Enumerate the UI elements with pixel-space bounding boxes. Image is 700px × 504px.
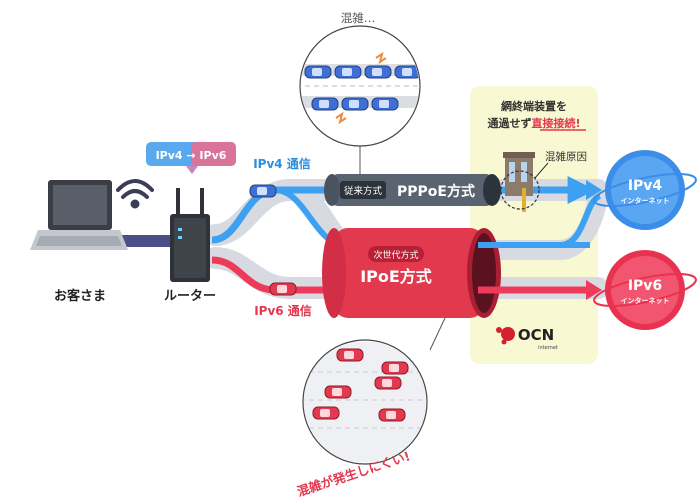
congestion-spark-icon: [375, 51, 387, 65]
ipoe-tag: 次世代方式: [373, 249, 418, 261]
ocn-logo-text: OCN: [518, 326, 554, 344]
pppoe-tag: 従来方式: [344, 185, 383, 197]
ipv6-internet-title: IPv6: [628, 278, 662, 294]
ipv4-car: [249, 184, 277, 198]
pppoe-name: PPPoE方式: [397, 183, 475, 200]
router-label: ルーター: [164, 289, 216, 304]
ipoe-name: IPoE方式: [360, 267, 432, 286]
router-icon: [170, 188, 210, 282]
ipv4-internet-title: IPv4: [628, 178, 663, 194]
laptop-icon: [30, 180, 128, 250]
ipv4-internet-globe: [593, 150, 697, 230]
ipoe-tag-box: [368, 246, 424, 262]
ipv6-internet-globe: [593, 250, 697, 330]
ipv6-arrow-head: [586, 280, 602, 300]
network-terminal-device: [503, 152, 535, 212]
wifi-icon: [116, 179, 154, 209]
ipv6-comm-label: IPv6 通信: [254, 303, 312, 318]
congestion-cause-label: 混雑原因: [545, 150, 587, 163]
ntu-callout-line1: 網終端装置を: [501, 99, 567, 113]
ntu-callout-prefix: 通過せず: [487, 116, 531, 130]
pppoe-tag-box: [340, 181, 386, 199]
conversion-badge-pointer: [186, 166, 198, 174]
ntu-callout-line2: 通過せず直接接続!: [487, 116, 580, 130]
conversion-badge-right: [191, 142, 236, 166]
ocn-logo: [496, 327, 515, 345]
congestion-cause-marker: [500, 170, 540, 210]
ntu-callout-emphasis: 直接接続!: [531, 116, 580, 130]
ipv4-internet-subtitle: インターネット: [621, 196, 670, 205]
ipv4-comm-label: IPv4 通信: [253, 156, 311, 171]
ipv6-car: [269, 282, 297, 296]
ipv6-internet-subtitle: インターネット: [621, 296, 670, 305]
ocn-logo-sub: internet: [538, 345, 558, 351]
ipoe-callout-leader: [429, 317, 446, 351]
customer-label: お客さま: [54, 288, 106, 304]
congestion-spark-icon-2: [335, 111, 347, 125]
congestion-caption: 混雑…: [341, 11, 376, 25]
ipv4-arrow-head: [586, 180, 602, 200]
congestion-cause-leader: [534, 162, 549, 179]
conversion-badge: IPv4 → IPv6: [156, 149, 227, 162]
